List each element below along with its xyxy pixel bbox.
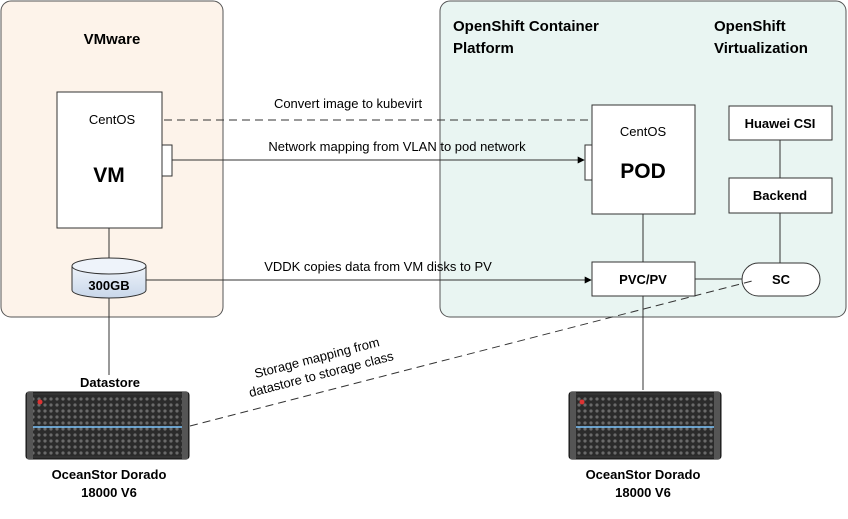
pvc-label: PVC/PV	[619, 272, 667, 287]
storage-left-line2: 18000 V6	[81, 485, 137, 500]
vm-box: CentOS VM	[56, 91, 173, 229]
sc-ellipse: SC	[741, 262, 821, 297]
vmware-title: VMware	[84, 31, 141, 48]
storage-array-left	[25, 391, 190, 460]
openshift-virt-line1: OpenShift	[714, 18, 786, 35]
pvc-pv-box: PVC/PV	[591, 261, 696, 297]
openshift-title-line2: Platform	[453, 40, 514, 57]
vddk-label: VDDK copies data from VM disks to PV	[264, 259, 492, 274]
datastore-label: Datastore	[80, 375, 140, 390]
pod-label: POD	[620, 160, 666, 183]
openshift-title-line1: OpenShift Container	[453, 18, 599, 35]
storage-right-line1: OceanStor Dorado	[586, 467, 701, 482]
pod-box: CentOS POD	[584, 104, 696, 215]
storage-array-right	[568, 391, 722, 460]
huawei-csi-box: Huawei CSI	[728, 105, 833, 141]
storage-mapping-label-group: Storage mapping from datastore to storag…	[247, 334, 395, 400]
vm-label: VM	[93, 164, 125, 187]
convert-image-label: Convert image to kubevirt	[274, 96, 423, 111]
network-mapping-label: Network mapping from VLAN to pod network	[268, 139, 526, 154]
storage-mapping-line	[189, 280, 753, 427]
storage-right-line2: 18000 V6	[615, 485, 671, 500]
vm-nic-port	[161, 144, 173, 177]
backend-label: Backend	[753, 188, 807, 203]
vm-os-label: CentOS	[89, 112, 136, 127]
storage-logo-icon	[37, 399, 43, 405]
disk-cylinder: 300GB	[71, 257, 147, 299]
csi-label: Huawei CSI	[745, 116, 816, 131]
sc-label: SC	[772, 272, 791, 287]
pod-os-label: CentOS	[620, 124, 667, 139]
storage-left-line1: OceanStor Dorado	[52, 467, 167, 482]
storage-logo-icon	[579, 399, 585, 405]
disk-label: 300GB	[88, 278, 129, 293]
backend-box: Backend	[728, 177, 833, 214]
openshift-virt-line2: Virtualization	[714, 40, 808, 57]
pod-nic-port	[584, 144, 593, 181]
